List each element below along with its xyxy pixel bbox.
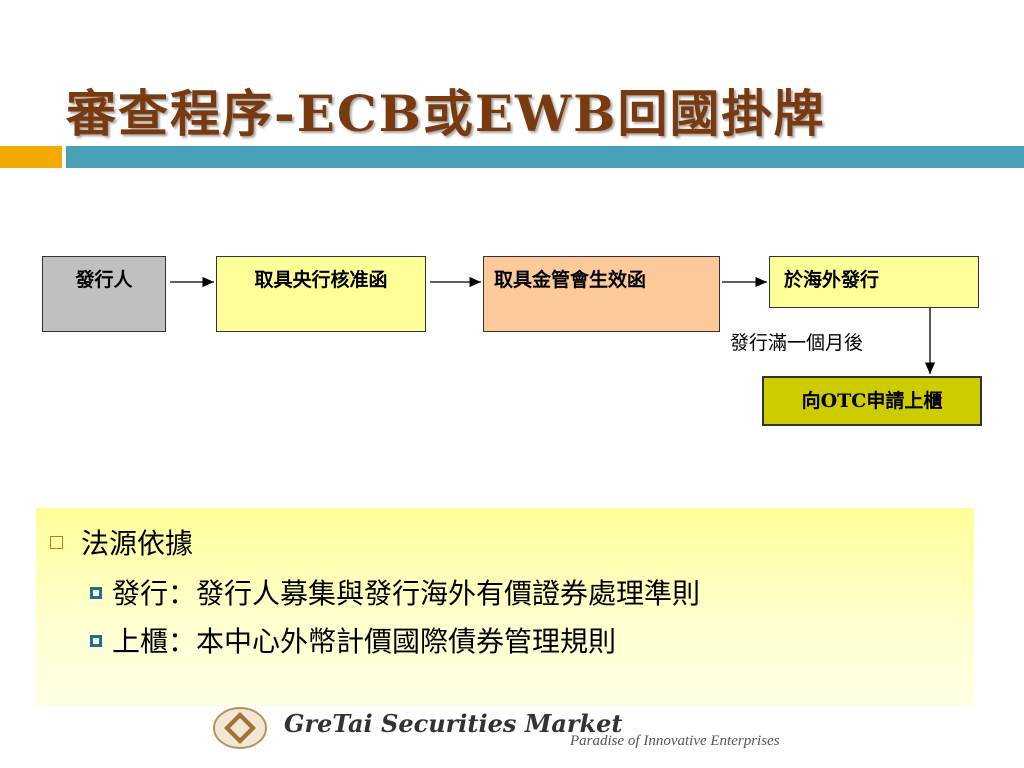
list-item: 上櫃：本中心外幣計價國際債券管理規則 [90,620,616,660]
content-heading: 法源依據 [50,522,193,562]
gretai-logo-icon [213,707,267,749]
list-item: 發行：發行人募集與發行海外有價證券處理準則 [90,572,700,612]
accent-bar-teal [66,146,1024,168]
flow-note: 發行滿一個月後 [730,332,864,354]
accent-bar-orange [0,146,62,168]
footer-tagline: Paradise of Innovative Enterprises [570,733,780,749]
flow-box-otc-listing: 向OTC申請上櫃 [762,376,982,426]
square-bullet-icon [90,634,102,647]
square-bullet-icon [90,586,102,599]
content-heading-text: 法源依據 [81,527,194,560]
flow-box-issuer: 發行人 [42,256,166,332]
flow-box-fsc: 取具金管會生效函 [483,256,720,332]
square-bullet-icon [50,536,63,549]
flow-box-overseas-issue: 於海外發行 [769,256,979,308]
footer-logo-text: GreTai Securities Market [284,709,623,738]
content-panel [36,508,974,706]
list-item-text: 上櫃：本中心外幣計價國際債券管理規則 [112,625,617,658]
list-item-text: 發行：發行人募集與發行海外有價證券處理準則 [112,577,701,610]
slide-title: 審查程序-ECB或EWB回國掛牌 [66,84,826,143]
flow-box-central-bank: 取具央行核准函 [216,256,426,332]
